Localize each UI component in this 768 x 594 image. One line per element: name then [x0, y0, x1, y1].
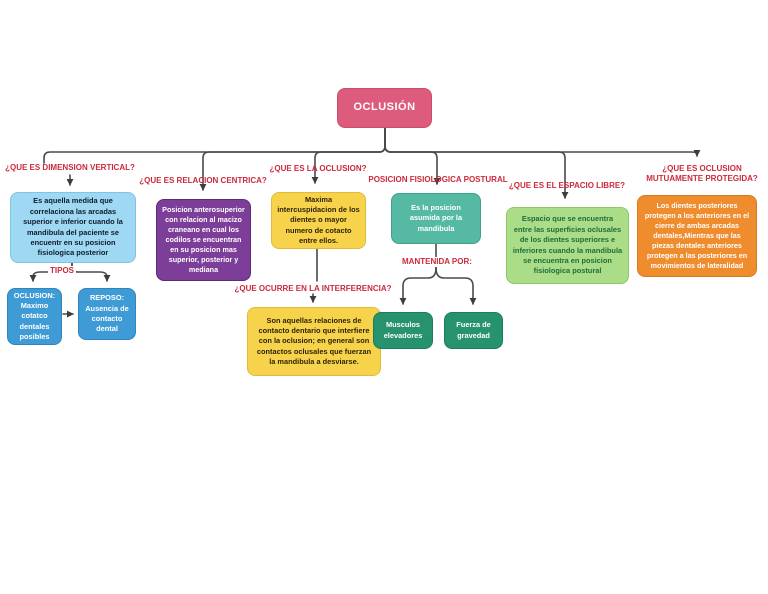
- node-posicion-fisiologica[interactable]: Es la posicion asumida por la mandibula: [391, 193, 481, 244]
- root-node-oclusion[interactable]: OCLUSIÓN: [337, 88, 432, 128]
- node-fuerza-gravedad[interactable]: Fuerza de gravedad: [444, 312, 503, 349]
- heading-que-es-oclusion: ¿QUE ES LA OCLUSION?: [269, 164, 367, 173]
- label-mantenida-por: MANTENIDA POR:: [400, 257, 474, 267]
- connector-root-to-mutuamente-protegida: [384, 127, 701, 157]
- node-dimension-vertical[interactable]: Es aquella medida que correlaciona las a…: [10, 192, 136, 263]
- node-tipo-oclusion[interactable]: OCLUSION: Maximo cotatco dentales posibl…: [7, 288, 62, 345]
- heading-relacion-centrica: ¿QUE ES RELACION CENTRICA?: [139, 176, 267, 185]
- node-que-es-oclusion[interactable]: Maxima intercuspidacion de los dientes o…: [271, 192, 366, 249]
- connector-root-to-dimension-vertical: [43, 127, 386, 164]
- node-relacion-centrica[interactable]: Posicion anterosuperior con relacion al …: [156, 199, 251, 281]
- node-interferencia[interactable]: Son aquellas relaciones de contacto dent…: [247, 307, 381, 376]
- heading-mutuamente-protegida: ¿QUE ES OCLUSION MUTUAMENTE PROTEGIDA?: [646, 164, 758, 183]
- node-musculos-elevadores[interactable]: Musculos elevadores: [373, 312, 433, 349]
- node-mutuamente-protegida[interactable]: Los dientes posteriores protegen a los a…: [637, 195, 757, 277]
- node-tipo-reposo[interactable]: REPOSO: Ausencia de contacto dental: [78, 288, 136, 340]
- connector-box1-to-tipos-right: [71, 262, 111, 282]
- heading-espacio-libre: ¿QUE ES EL ESPACIO LIBRE?: [508, 181, 626, 190]
- label-tipos: TIPOS: [48, 266, 77, 276]
- heading-posicion-fisiologica: POSICION FISIOLOGICA POSTURAL: [368, 175, 508, 184]
- connector-mantenida-to-fuerza: [435, 267, 477, 305]
- node-espacio-libre[interactable]: Espacio que se encuentra entre las super…: [506, 207, 629, 284]
- heading-interferencia: ¿QUE OCURRE EN LA INTERFERENCIA?: [234, 284, 392, 293]
- connector-mantenida-to-musculos: [399, 267, 437, 305]
- heading-dimension-vertical: ¿QUE ES DIMENSION VERTICAL?: [5, 163, 135, 172]
